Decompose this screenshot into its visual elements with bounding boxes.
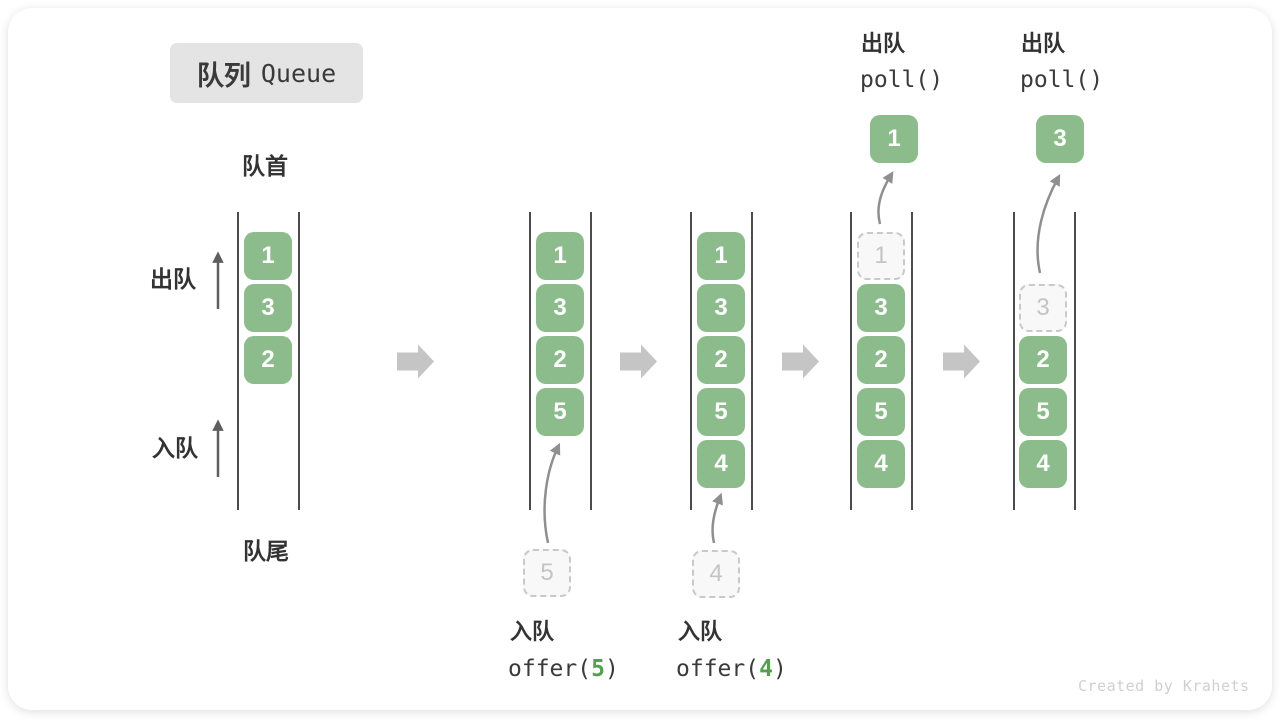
queue-cell-removed: 3: [1019, 284, 1067, 332]
queue-cell: 5: [697, 388, 745, 436]
offer-fn: offer(: [508, 656, 592, 682]
queue-cell: 3: [857, 284, 905, 332]
queue-wall: [690, 212, 692, 510]
queue-cell-staged: 5: [523, 549, 571, 597]
queue-cell: 4: [697, 440, 745, 488]
queue-cell: 5: [857, 388, 905, 436]
queue-wall: [911, 212, 913, 510]
queue-cell: 4: [1019, 440, 1067, 488]
offer-op-code: offer(4): [676, 658, 787, 681]
offer-close: ): [772, 656, 787, 682]
poll-op-code: poll(): [1020, 67, 1104, 93]
queue-cell: 1: [244, 232, 292, 280]
watermark: Created by Krahets: [1078, 677, 1250, 695]
queue-cell: 3: [244, 284, 292, 332]
offer-op-code: offer(5): [508, 658, 619, 681]
queue-cell: 1: [536, 232, 584, 280]
queue-wall: [590, 212, 592, 510]
offer-fn: offer(: [676, 656, 760, 682]
queue-cell: 2: [536, 336, 584, 384]
poll-op-label: 出队: [861, 31, 906, 56]
queue-wall: [298, 212, 300, 510]
queue-cell: 1: [697, 232, 745, 280]
poll-op-code: poll(): [860, 67, 944, 93]
queue-cell: 5: [1019, 388, 1067, 436]
label-dequeue-left: 出队: [150, 266, 196, 292]
offer-op-label: 入队: [678, 619, 723, 644]
queue-cell: 3: [536, 284, 584, 332]
queue-cell: 2: [1019, 336, 1067, 384]
offer-arg: 5: [591, 656, 605, 682]
label-queue-front: 队首: [242, 153, 288, 179]
queue-cell: 4: [857, 440, 905, 488]
offer-close: ): [604, 656, 619, 682]
queue-wall: [237, 212, 239, 510]
queue-cell-staged: 4: [692, 550, 740, 598]
title-zh: 队列: [196, 60, 251, 91]
title-en: Queue: [260, 58, 337, 88]
queue-wall: [751, 212, 753, 510]
queue-cell-removed: 1: [857, 232, 905, 280]
queue-cell-extracted: 1: [870, 115, 918, 163]
queue-cell-extracted: 3: [1036, 115, 1084, 163]
title-box: 队列 Queue: [170, 43, 363, 103]
poll-op-label: 出队: [1021, 31, 1066, 56]
queue-cell: 2: [857, 336, 905, 384]
offer-arg: 4: [759, 656, 773, 682]
queue-cell: 2: [244, 336, 292, 384]
queue-cell: 5: [536, 388, 584, 436]
queue-cell: 3: [697, 284, 745, 332]
label-enqueue-left: 入队: [152, 435, 198, 461]
queue-wall: [1074, 212, 1076, 510]
queue-cell: 2: [697, 336, 745, 384]
offer-op-label: 入队: [510, 619, 555, 644]
label-queue-rear: 队尾: [243, 538, 289, 564]
queue-wall: [529, 212, 531, 510]
queue-wall: [850, 212, 852, 510]
queue-wall: [1013, 212, 1015, 510]
